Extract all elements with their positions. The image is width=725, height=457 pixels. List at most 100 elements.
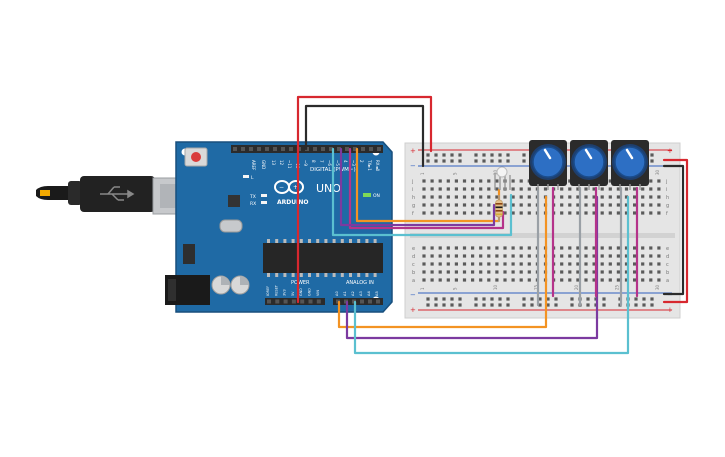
breadboard-hole[interactable] (592, 270, 596, 274)
breadboard-hole[interactable] (495, 278, 499, 282)
breadboard-hole[interactable] (430, 262, 434, 266)
breadboard-hole[interactable] (560, 262, 564, 266)
breadboard-hole[interactable] (584, 195, 588, 199)
breadboard-hole[interactable] (576, 203, 580, 207)
breadboard-hole[interactable] (624, 203, 629, 207)
breadboard-hole[interactable] (592, 187, 596, 191)
rail-hole[interactable] (474, 153, 478, 157)
breadboard-hole[interactable] (649, 195, 653, 199)
breadboard-hole[interactable] (560, 246, 564, 250)
breadboard-hole[interactable] (641, 187, 645, 191)
breadboard-hole[interactable] (446, 254, 450, 258)
potentiometers[interactable] (529, 140, 649, 190)
breadboard-hole[interactable] (430, 246, 434, 250)
header-hole[interactable] (376, 299, 380, 304)
breadboard-hole[interactable] (422, 254, 426, 258)
breadboard-hole[interactable] (649, 211, 653, 215)
breadboard-hole[interactable] (495, 254, 499, 258)
breadboard-hole[interactable] (430, 211, 434, 215)
potentiometer-2[interactable] (570, 140, 608, 190)
breadboard-hole[interactable] (422, 203, 426, 207)
breadboard-hole[interactable] (471, 187, 475, 191)
rail-hole[interactable] (434, 153, 438, 157)
wire-cyan-analog[interactable] (353, 195, 630, 355)
breadboard-hole[interactable] (511, 195, 515, 199)
breadboard-hole[interactable] (487, 278, 491, 282)
header-hole[interactable] (308, 299, 313, 304)
breadboard-hole[interactable] (568, 187, 572, 191)
breadboard-hole[interactable] (568, 254, 572, 258)
breadboard-hole[interactable] (519, 246, 523, 250)
breadboard-hole[interactable] (519, 195, 523, 199)
header-hole[interactable] (361, 147, 365, 151)
breadboard-hole[interactable] (633, 195, 637, 199)
rail-hole[interactable] (490, 297, 494, 301)
breadboard-hole[interactable] (633, 211, 637, 215)
breadboard-hole[interactable] (592, 203, 596, 207)
breadboard-hole[interactable] (487, 254, 491, 258)
breadboard-hole[interactable] (543, 187, 548, 191)
rail-hole[interactable] (506, 303, 510, 307)
rail-hole[interactable] (434, 297, 438, 301)
breadboard-hole[interactable] (641, 195, 645, 199)
rail-hole[interactable] (602, 297, 606, 301)
header-hole[interactable] (267, 299, 271, 304)
header-hole[interactable] (273, 147, 277, 151)
header-hole[interactable] (316, 299, 321, 304)
breadboard-hole[interactable] (584, 203, 588, 207)
breadboard-hole[interactable] (471, 270, 475, 274)
rail-hole[interactable] (498, 303, 502, 307)
wire-magenta-digital[interactable] (348, 147, 505, 230)
breadboard-hole[interactable] (479, 278, 483, 282)
breadboard-hole[interactable] (495, 246, 499, 250)
breadboard-hole[interactable] (487, 211, 491, 215)
breadboard-hole[interactable] (446, 211, 450, 215)
header-hole[interactable] (265, 147, 269, 151)
breadboard-hole[interactable] (568, 270, 572, 274)
rail-hole[interactable] (522, 303, 526, 307)
rail-hole[interactable] (482, 153, 486, 157)
breadboard-hole[interactable] (641, 262, 645, 266)
breadboard-hole[interactable] (527, 278, 531, 282)
header-hole[interactable] (283, 299, 288, 304)
breadboard-hole[interactable] (519, 203, 523, 207)
breadboard-hole[interactable] (422, 187, 426, 191)
breadboard-hole[interactable] (462, 270, 467, 274)
rail-hole[interactable] (634, 297, 638, 301)
rail-hole[interactable] (554, 297, 558, 301)
breadboard-hole[interactable] (600, 278, 604, 282)
breadboard-hole[interactable] (430, 179, 434, 183)
rail-hole[interactable] (586, 297, 590, 301)
breadboard-hole[interactable] (560, 203, 564, 207)
breadboard-hole[interactable] (624, 278, 629, 282)
rail-hole[interactable] (426, 159, 430, 163)
breadboard-hole[interactable] (495, 262, 499, 266)
breadboard-hole[interactable] (454, 262, 458, 266)
breadboard-hole[interactable] (616, 254, 620, 258)
header-hole[interactable] (352, 299, 356, 304)
breadboard-hole[interactable] (592, 278, 596, 282)
breadboard-hole[interactable] (446, 270, 450, 274)
breadboard-hole[interactable] (584, 270, 588, 274)
breadboard-hole[interactable] (471, 179, 475, 183)
reset-button-cap[interactable] (191, 152, 201, 162)
breadboard-hole[interactable] (616, 187, 620, 191)
breadboard-hole[interactable] (503, 195, 507, 199)
breadboard-hole[interactable] (519, 187, 523, 191)
breadboard-hole[interactable] (641, 211, 645, 215)
breadboard-hole[interactable] (454, 278, 458, 282)
breadboard-hole[interactable] (592, 262, 596, 266)
breadboard-hole[interactable] (576, 278, 580, 282)
header-hole[interactable] (275, 299, 280, 304)
rail-hole[interactable] (522, 153, 526, 157)
breadboard-hole[interactable] (430, 187, 434, 191)
breadboard-hole[interactable] (471, 195, 475, 199)
breadboard-hole[interactable] (584, 262, 588, 266)
breadboard-hole[interactable] (624, 187, 629, 191)
breadboard-hole[interactable] (624, 211, 629, 215)
breadboard-hole[interactable] (462, 211, 467, 215)
potentiometer-1[interactable] (529, 140, 567, 190)
breadboard-hole[interactable] (576, 270, 580, 274)
header-hole[interactable] (369, 147, 373, 151)
rail-hole[interactable] (506, 159, 510, 163)
